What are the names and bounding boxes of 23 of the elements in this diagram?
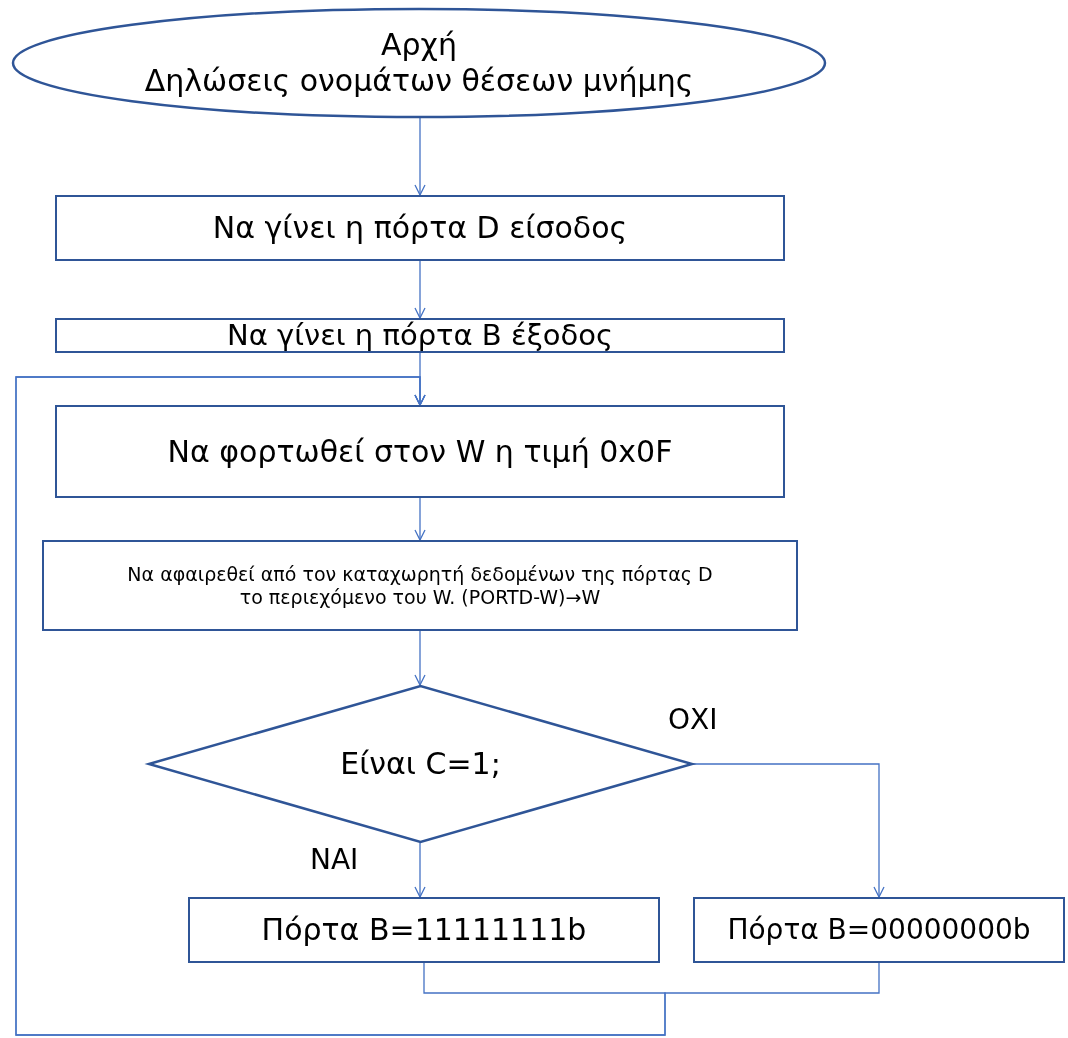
process-box <box>693 897 1065 963</box>
arrow <box>414 260 426 319</box>
process-text: Να αφαιρεθεί από τον καταχωρητή δεδομένων της πόρτας D το περιεχόμενο του W. (PORTD-W)→W <box>126 562 714 609</box>
process-text: Να γίνει η πόρτα D είσοδος <box>212 210 628 246</box>
process-text: Να φορτωθεί στον W η τιμή 0x0F <box>167 433 673 470</box>
process-box <box>42 540 798 631</box>
process-box <box>55 318 785 353</box>
process-box <box>55 195 785 261</box>
arrow <box>15 376 880 1036</box>
arrow <box>414 117 426 196</box>
start-text: Δηλώσεις ονομάτων θέσεων μνήμης <box>144 63 694 99</box>
process-text: Πόρτα B=00000000b <box>727 913 1031 947</box>
start-ellipse <box>12 8 826 118</box>
arrow <box>692 763 885 898</box>
arrow <box>414 842 426 898</box>
arrow <box>414 497 426 541</box>
start-title: Αρχή <box>381 27 457 63</box>
process-text: Πόρτα B=11111111b <box>261 912 587 948</box>
process-box <box>55 405 785 498</box>
process-box <box>188 897 660 963</box>
arrow <box>414 630 426 686</box>
decision-text: Είναι C=1; <box>340 746 501 782</box>
process-text: Να γίνει η πόρτα B έξοδος <box>226 318 614 353</box>
